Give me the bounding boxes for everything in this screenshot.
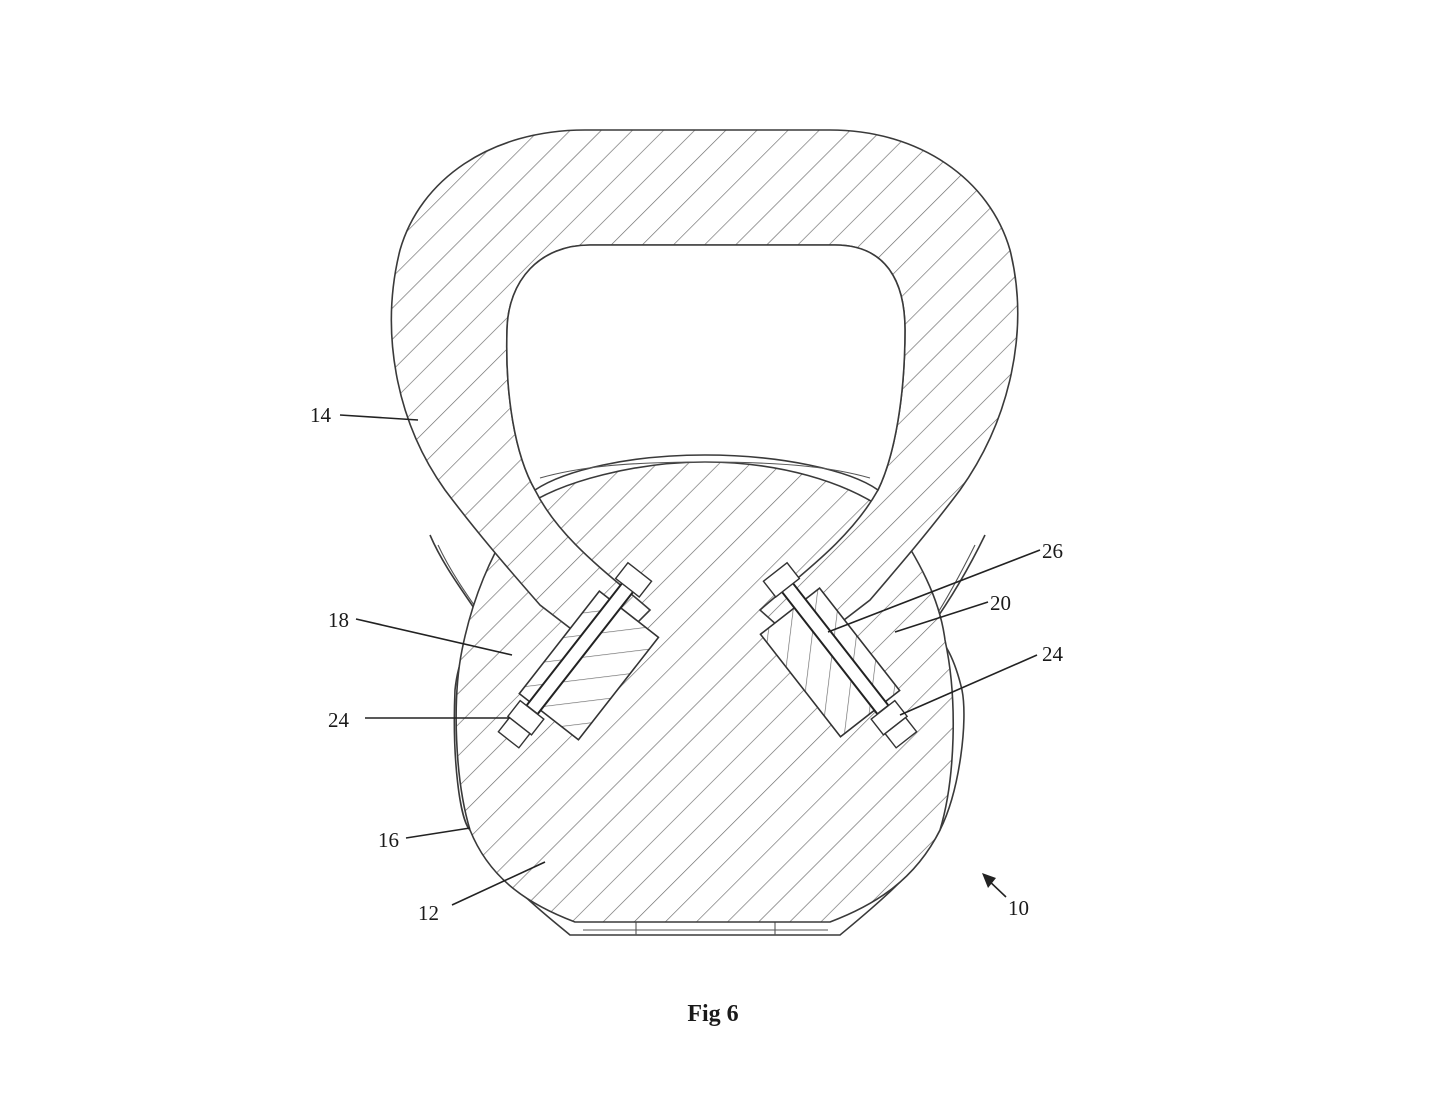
left-fastener <box>497 561 660 749</box>
label-right-bolt: 26 <box>1042 539 1063 563</box>
kettlebell-handle <box>390 129 1019 657</box>
label-left-nut: 24 <box>328 708 350 732</box>
figure-caption: Fig 6 <box>687 1001 738 1027</box>
arrowhead-icon <box>982 873 996 888</box>
label-left-fastener: 18 <box>328 608 349 632</box>
label-assembly: 10 <box>1008 896 1029 920</box>
label-handle: 14 <box>310 403 332 427</box>
leader-lines <box>339 414 1041 906</box>
label-body-core: 12 <box>418 901 439 925</box>
label-right-fastener: 20 <box>990 591 1011 615</box>
label-shell: 16 <box>378 828 399 852</box>
label-right-nut: 24 <box>1042 642 1064 666</box>
right-fastener <box>759 561 918 749</box>
